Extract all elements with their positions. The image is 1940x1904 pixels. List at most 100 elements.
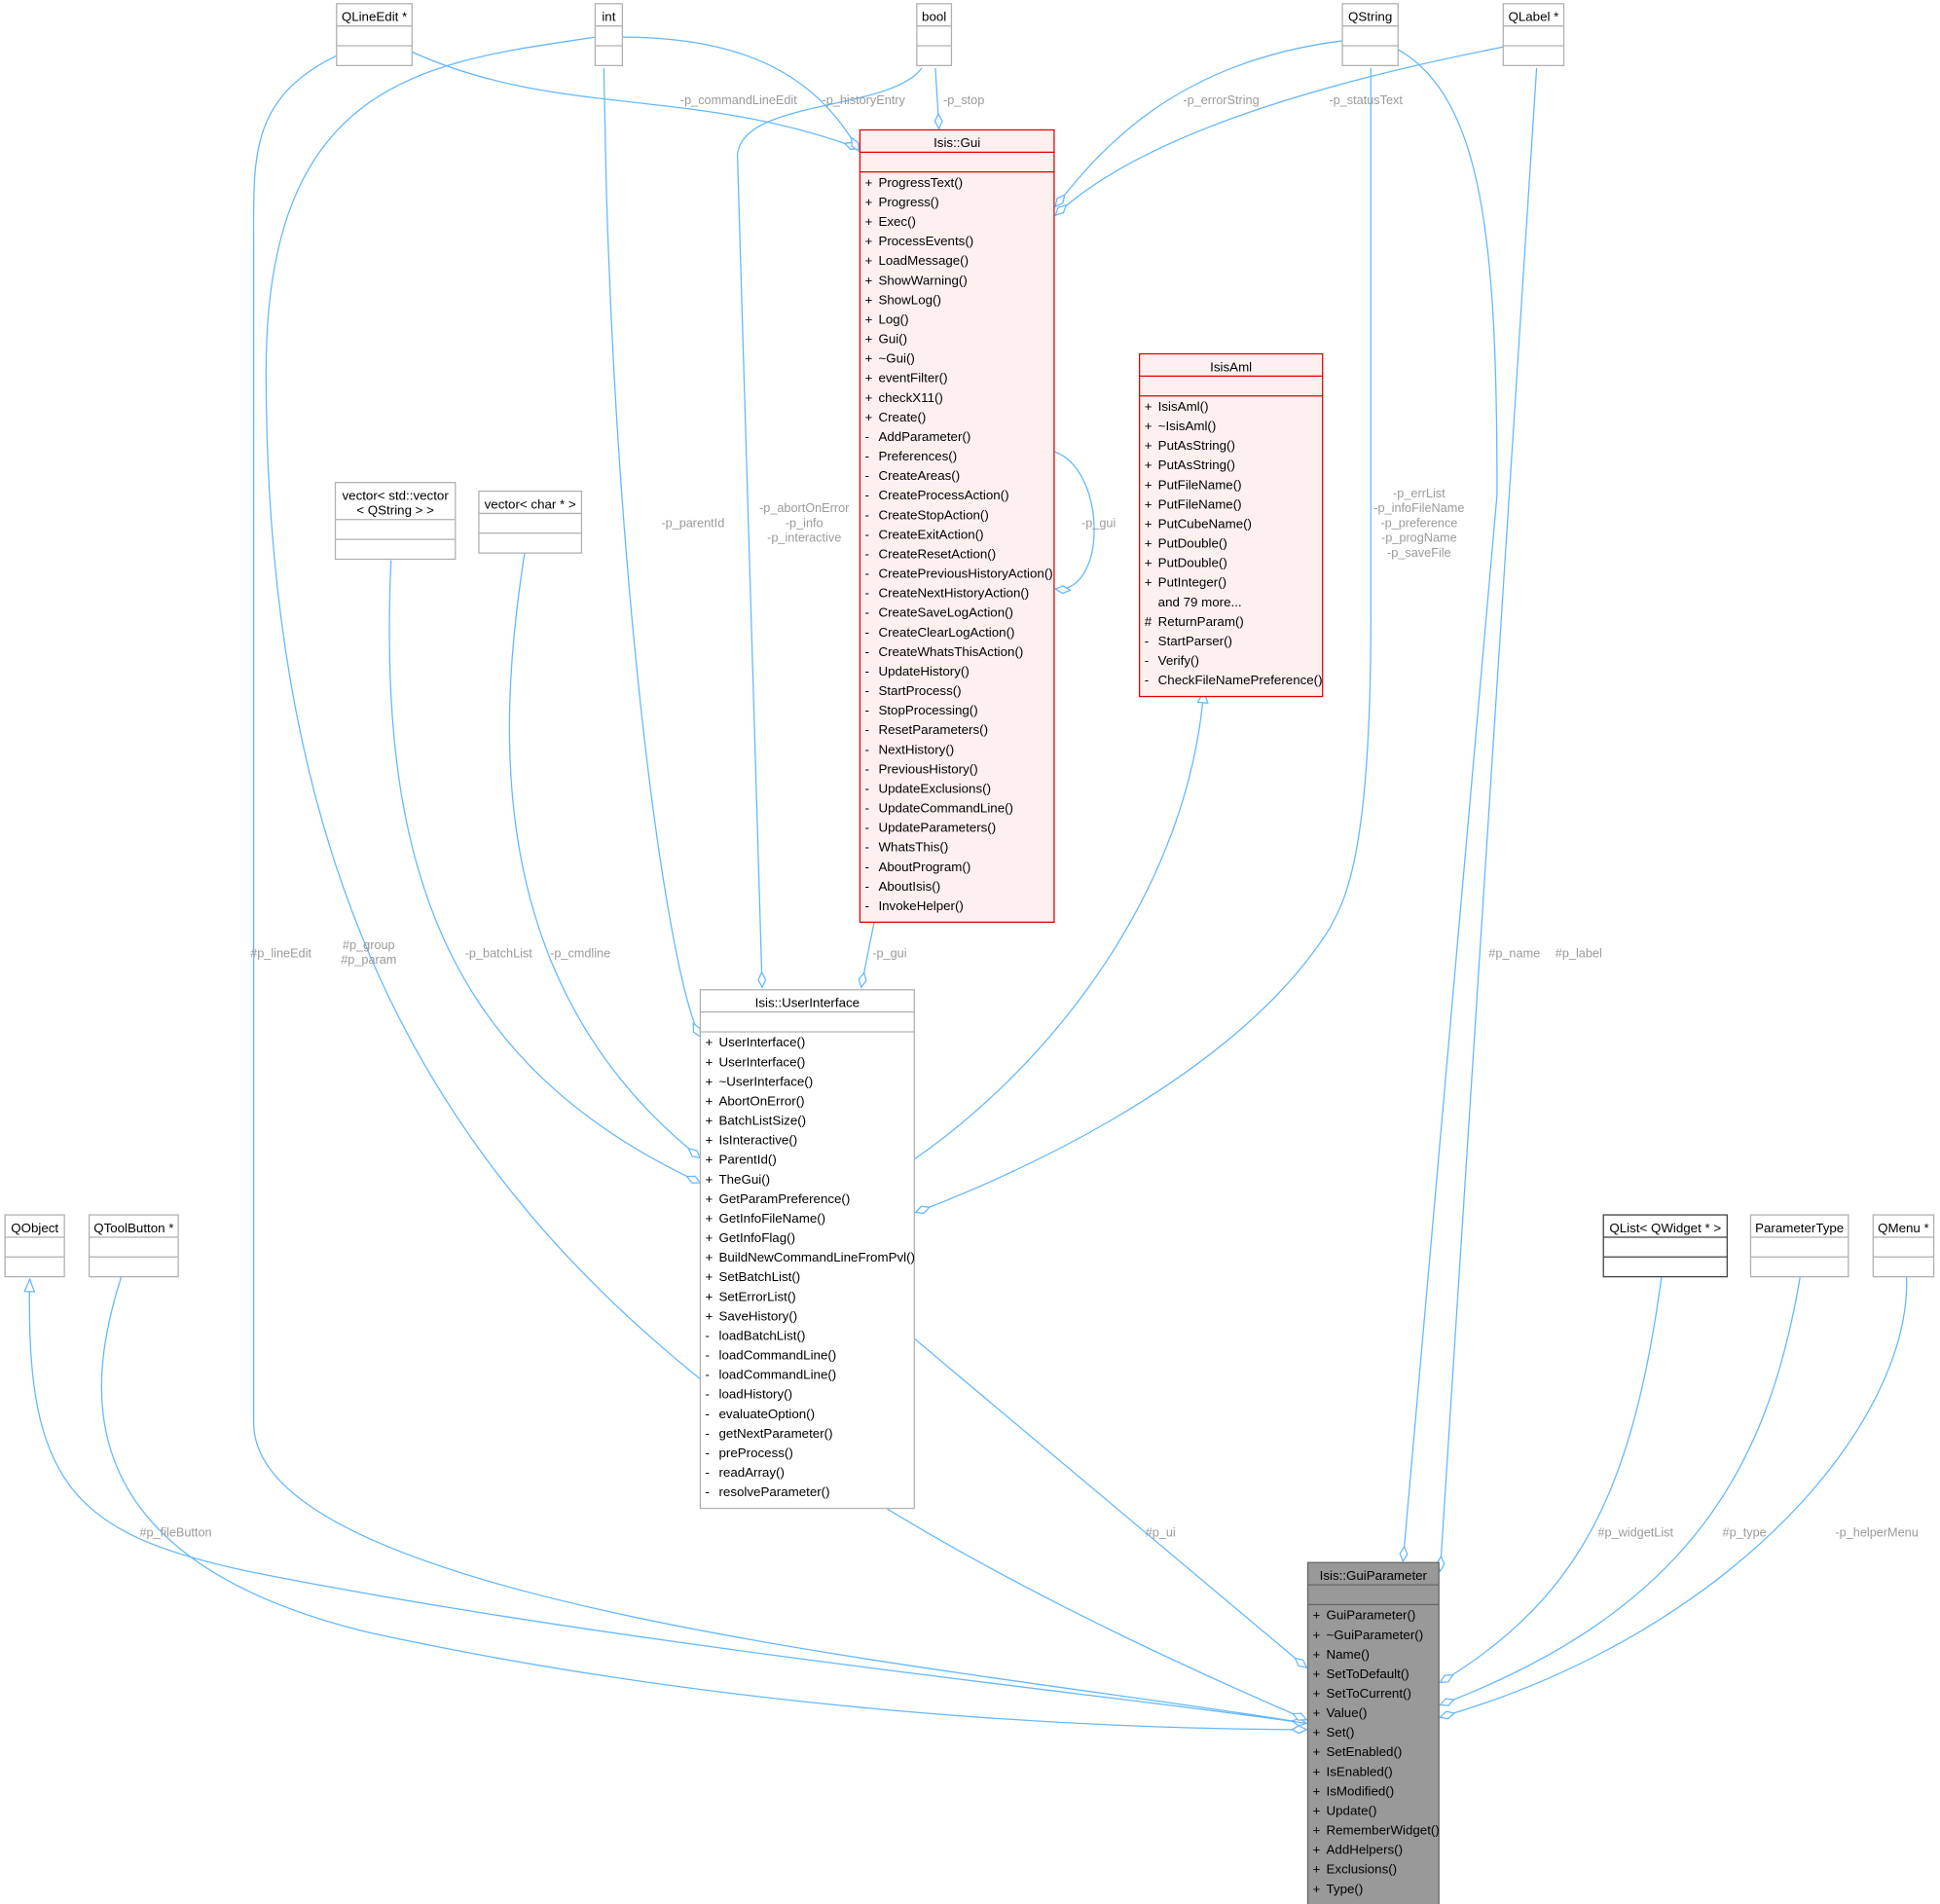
class-node-qlabel[interactable]: QLabel *	[1502, 3, 1565, 66]
member-visibility: +	[864, 390, 872, 405]
member-visibility: +	[1145, 477, 1153, 492]
member-visibility: -	[864, 683, 868, 698]
label-p-label: #p_label	[1556, 947, 1602, 961]
class-member: IsModified()	[1327, 1783, 1395, 1798]
label-p-gui-ui: -p_gui	[872, 947, 906, 961]
class-member: ~IsisAml()	[1158, 419, 1217, 433]
class-member: TheGui()	[718, 1172, 770, 1187]
member-visibility: +	[706, 1153, 714, 1167]
class-node-gui[interactable]: Isis::Gui+ProgressText()+Progress()+Exec…	[859, 128, 1055, 924]
member-visibility: +	[706, 1114, 714, 1128]
class-title: QObject	[11, 1221, 58, 1235]
class-node-qtoolbutton[interactable]: QToolButton *	[88, 1214, 179, 1278]
class-member: ParentId()	[718, 1153, 776, 1167]
class-member: Update()	[1327, 1803, 1377, 1817]
class-title: QLabel *	[1508, 10, 1558, 24]
class-title: QToolButton *	[93, 1221, 173, 1235]
class-member: CheckFileNamePreference()	[1158, 673, 1323, 687]
member-visibility: +	[706, 1093, 714, 1108]
class-member: UserInterface()	[718, 1054, 805, 1069]
member-visibility: +	[1145, 496, 1153, 511]
member-visibility: -	[864, 781, 868, 795]
class-title: Isis::Gui	[933, 135, 980, 150]
member-visibility: +	[1145, 458, 1153, 472]
member-visibility: +	[1313, 1744, 1321, 1759]
label-p-savefile: -p_saveFile	[1387, 546, 1451, 560]
class-node-qlineedit[interactable]: QLineEdit *	[336, 3, 413, 66]
class-member: PutDouble()	[1158, 536, 1227, 551]
class-member: PreviousHistory()	[878, 761, 977, 776]
member-visibility: +	[1145, 556, 1153, 570]
class-node-veccharp[interactable]: vector< char * >	[478, 490, 583, 554]
member-visibility: -	[864, 801, 868, 816]
class-member: ProcessEvents()	[878, 234, 973, 248]
class-member: Gui()	[878, 332, 907, 347]
member-visibility: -	[864, 761, 868, 776]
class-node-int[interactable]: int	[594, 3, 623, 66]
class-box	[1306, 1561, 1440, 1904]
class-box	[1749, 1214, 1849, 1278]
class-node-bool[interactable]: bool	[916, 3, 953, 66]
class-member: and 79 more...	[1158, 595, 1242, 609]
class-node-vecvec[interactable]: vector< std::vector< QString > >	[334, 482, 457, 561]
class-member: eventFilter()	[878, 371, 947, 385]
label-p-name: #p_name	[1488, 947, 1540, 961]
class-member: SetErrorList()	[718, 1289, 795, 1303]
member-visibility: -	[706, 1465, 710, 1480]
member-visibility: +	[864, 253, 872, 268]
member-visibility: +	[706, 1230, 714, 1245]
member-visibility: +	[1145, 575, 1153, 590]
class-title: int	[602, 10, 615, 24]
edge-commandlineedit-to-gui	[412, 51, 859, 148]
class-member: ProgressText()	[878, 175, 963, 190]
class-member: GuiParameter()	[1327, 1608, 1416, 1623]
class-member: SetEnabled()	[1327, 1744, 1403, 1759]
edge-qstring-to-userinterface	[916, 67, 1372, 1213]
class-node-isisaml[interactable]: IsisAml+IsisAml()+~IsisAml()+PutAsString…	[1138, 352, 1324, 698]
class-member: Verify()	[1158, 653, 1199, 668]
class-member: StopProcessing()	[878, 703, 977, 717]
class-node-qobject[interactable]: QObject	[4, 1214, 65, 1278]
member-visibility: +	[864, 292, 872, 307]
member-visibility: #	[1145, 614, 1153, 629]
class-member: UpdateCommandLine()	[878, 801, 1013, 816]
class-member: UpdateExclusions()	[878, 781, 991, 795]
class-title: vector< char * >	[485, 496, 576, 511]
member-visibility: +	[1313, 1862, 1321, 1877]
member-visibility: +	[1145, 399, 1153, 414]
label-p-progname: -p_progName	[1381, 531, 1457, 545]
class-member: Log()	[878, 311, 908, 326]
class-member: StartParser()	[1158, 634, 1232, 648]
class-node-qmenu[interactable]: QMenu *	[1872, 1214, 1935, 1278]
class-title: IsisAml	[1210, 359, 1252, 374]
class-node-qstring[interactable]: QString	[1341, 3, 1399, 66]
label-p-historyentry: -p_historyEntry	[823, 93, 906, 107]
member-visibility: +	[1313, 1882, 1321, 1896]
class-node-ui[interactable]: Isis::UserInterface+UserInterface()+User…	[699, 989, 915, 1510]
class-node-paramtype[interactable]: ParameterType	[1749, 1214, 1849, 1278]
class-member: checkX11()	[878, 390, 942, 405]
class-member: RememberWidget()	[1327, 1823, 1440, 1838]
member-visibility: -	[864, 879, 868, 894]
member-visibility: -	[706, 1407, 710, 1421]
edge-int-to-userinterface	[603, 67, 700, 1037]
label-p-abortonerror: -p_abortOnError	[759, 501, 850, 515]
member-visibility: +	[864, 195, 872, 209]
class-member: BuildNewCommandLineFromPvl()	[718, 1250, 914, 1264]
class-member: CreateAreas()	[878, 468, 960, 483]
label-p-errlist: -p_errList	[1393, 487, 1446, 500]
class-node-guiparam[interactable]: Isis::GuiParameter+GuiParameter()+~GuiPa…	[1306, 1561, 1440, 1904]
member-visibility: +	[1313, 1783, 1321, 1798]
class-node-qlist[interactable]: QList< QWidget * >	[1602, 1214, 1728, 1278]
label-p-gui-self: -p_gui	[1081, 516, 1116, 530]
label-p-parentid: -p_parentId	[661, 516, 724, 530]
member-visibility: -	[864, 527, 868, 541]
class-box	[1341, 3, 1399, 66]
class-member: Exec()	[878, 214, 916, 229]
member-visibility: +	[706, 1250, 714, 1264]
member-visibility: +	[706, 1289, 714, 1303]
member-visibility: +	[864, 311, 872, 326]
class-member: AddParameter()	[878, 429, 970, 444]
member-visibility: +	[864, 273, 872, 287]
class-box	[859, 128, 1055, 924]
